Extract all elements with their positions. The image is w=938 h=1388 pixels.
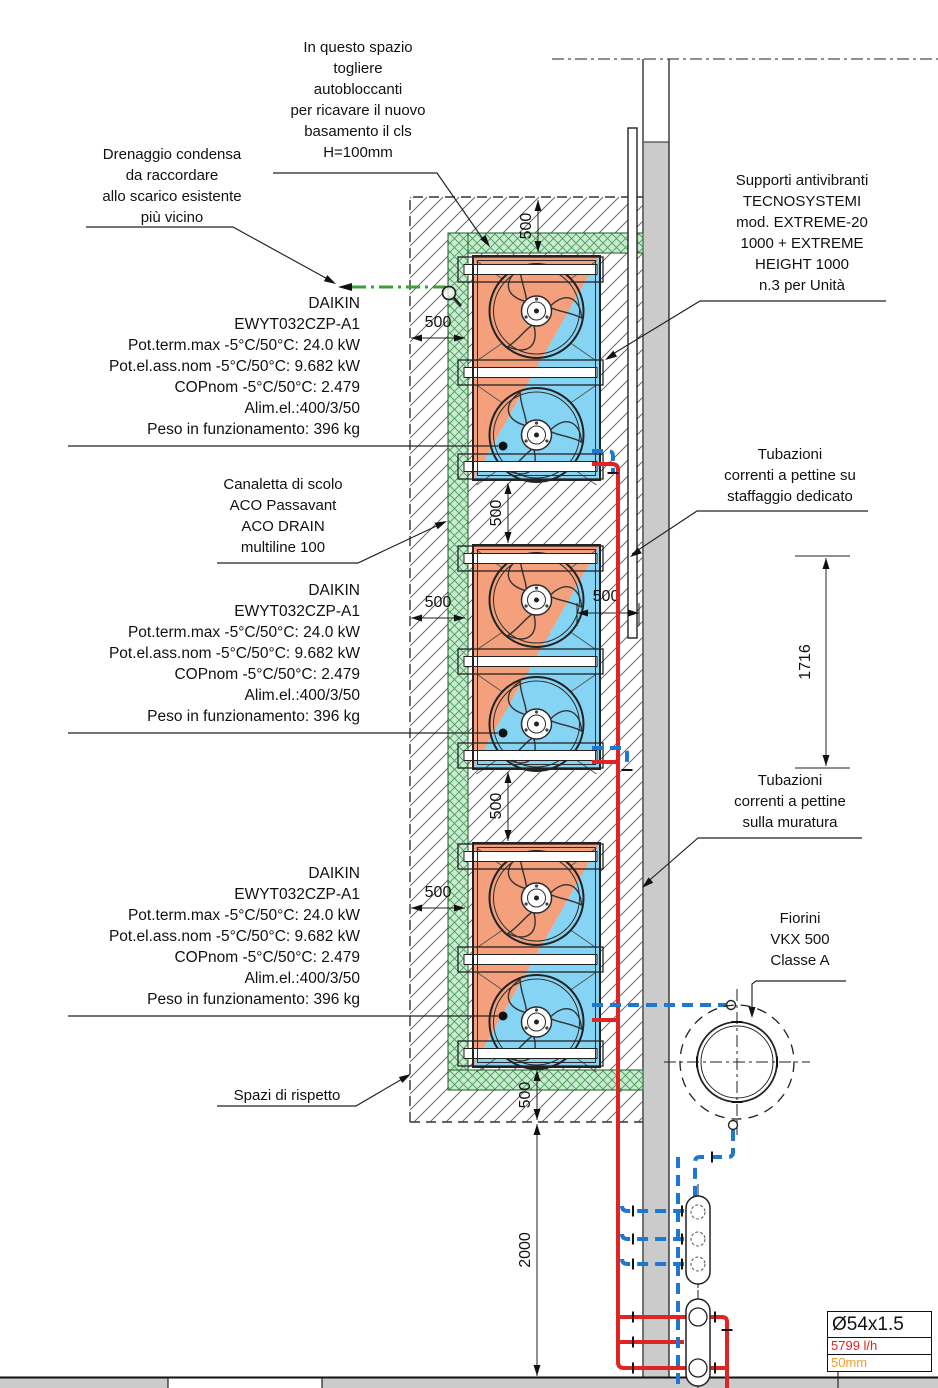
pipe-support-rail [627, 127, 638, 639]
drain-point-icon [441, 285, 457, 301]
dim-2000: 2000 [517, 1232, 534, 1268]
note-supporti: Supporti antivibranti TECNOSYSTEMI mod. … [735, 172, 869, 294]
pipe-diameter: Ø54x1.5 [828, 1312, 931, 1338]
daikin-leader-lines [68, 441, 508, 1021]
daikin-spec-block-1: DAIKIN EWYT032CZP-A1 Pot.term.max -5°C/5… [108, 295, 360, 438]
note-tubazioni-staffaggio: Tubazioni correnti a pettine su staffagg… [724, 446, 856, 505]
annotation-leaders [86, 172, 886, 1107]
valve-lower [685, 1290, 711, 1388]
daikin-spec-block-3: DAIKIN EWYT032CZP-A1 Pot.term.max -5°C/5… [108, 865, 360, 1008]
dim-500-gap2: 500 [488, 793, 505, 820]
dim-500-left2: 500 [425, 594, 452, 611]
pipe-flow: 5799 l/h [828, 1338, 931, 1355]
valve-upper [685, 1184, 711, 1296]
dimensions: 500 500 500 500 2000 1716 500 500 500 50… [411, 200, 850, 1376]
dim-500-gap1: 500 [488, 500, 505, 527]
condensate-drain-line [338, 283, 462, 307]
chiller-unit-1 [458, 256, 603, 485]
note-drenaggio: Drenaggio condensa da raccordare allo sc… [102, 146, 242, 226]
note-basamento: In questo spazio togliere autobloccanti … [290, 39, 426, 161]
dim-500-left3: 500 [425, 884, 452, 901]
fiorini-tank [664, 989, 810, 1135]
dim-500-top: 500 [518, 213, 535, 240]
pipe-spec-table: Ø54x1.5 5799 l/h 50mm [827, 1311, 932, 1372]
note-canaletta: Canaletta di scolo ACO Passavant ACO DRA… [223, 476, 343, 556]
pipe-flange-ticks [607, 472, 733, 1374]
red-supply-pipe [592, 462, 729, 1388]
note-tubazioni-muratura: Tubazioni correnti a pettine sulla murat… [734, 772, 846, 831]
pipe-size: 50mm [831, 1355, 868, 1370]
wall-section [642, 59, 670, 1378]
note-fiorini: Fiorini VKX 500 Classe A [770, 910, 830, 969]
floor-strip [0, 1376, 938, 1388]
daikin-spec-block-2: DAIKIN EWYT032CZP-A1 Pot.term.max -5°C/5… [108, 582, 360, 725]
dim-500-bottom: 500 [517, 1082, 534, 1109]
dim-500-right: 500 [593, 588, 620, 605]
dim-1716: 1716 [797, 644, 814, 680]
chiller-unit-2 [458, 545, 603, 774]
chiller-unit-3 [458, 843, 603, 1072]
blue-return-pipe [592, 449, 739, 1388]
dim-500-left1: 500 [425, 314, 452, 331]
note-spazi-di-rispetto: Spazi di rispetto [233, 1087, 341, 1104]
